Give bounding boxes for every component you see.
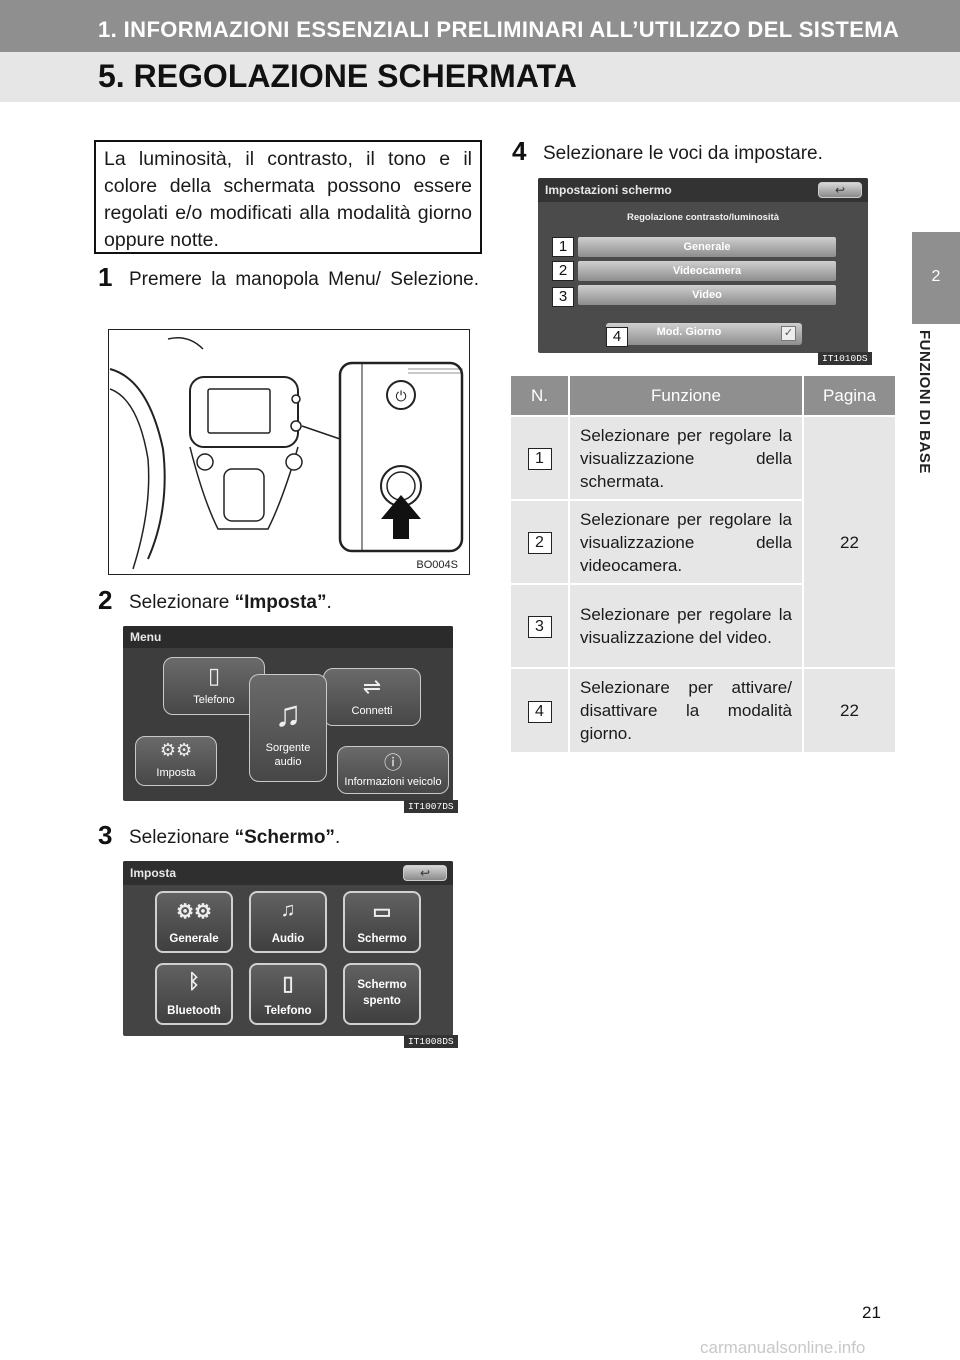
step-text: Selezionare “Imposta”. [129,592,332,613]
checkbox-icon: ✓ [781,326,796,341]
back-arrow-icon: ↩ [834,183,846,197]
gears-icon: ⚙⚙ [176,901,212,923]
settings-tile-audio[interactable]: ♫ Audio [249,891,327,953]
figure-code-menu: IT1007DS [404,800,458,813]
row-number-cell: 3 [511,583,569,668]
chapter-label-text: FUNZIONI DI BASE [916,330,933,474]
row-number-badge: 3 [527,616,552,638]
row-number-badge: 4 [527,700,552,723]
callout-2: 2 [552,261,574,281]
back-button[interactable]: ↩ [818,182,862,198]
option-generale[interactable]: Generale [578,237,836,257]
screen-icon: ▭ [372,901,392,923]
menu-screen: Menu ▯ Telefono ⇌ Connetti ♫ Sorgente au… [123,626,453,801]
settings-tile-generale[interactable]: ⚙⚙ Generale [155,891,233,953]
row-number-badge: 1 [527,448,552,470]
section-title: 1. INFORMAZIONI ESSENZIALI PRELIMINARI A… [98,17,900,42]
page-cell: 22 [802,415,895,668]
column-header-pagina: Pagina [802,376,895,416]
page-cell: 22 [802,667,895,752]
menu-tile-connetti[interactable]: ⇌ Connetti [323,668,421,726]
intro-box: La luminosità, il contrasto, il tono e i… [94,140,482,254]
menu-tile-sorgente-audio[interactable]: ♫ Sorgente audio [249,674,327,782]
settings-tile-bluetooth[interactable]: ᛒ Bluetooth [155,963,233,1025]
chapter-label: FUNZIONI DI BASE [914,330,944,510]
menu-tile-informazioni-veicolo[interactable]: ⓘ Informazioni veicolo [337,746,449,794]
column-header-funzione: Funzione [568,376,803,416]
section-header: 1. INFORMAZIONI ESSENZIALI PRELIMINARI A… [0,0,960,52]
page-title-band: 5. REGOLAZIONE SCHERMATA [0,52,960,102]
option-video[interactable]: Video [578,285,836,305]
table-header-row: N. Funzione Pagina [511,376,895,416]
settings-tile-schermo-spento[interactable]: Schermo spento [343,963,421,1025]
step-text: Selezionare “Schermo”. [129,827,341,848]
step-number: 2 [98,585,113,615]
step-text: Premere la manopola Menu/ Selezione. [129,269,479,290]
screen-settings-title: Impostazioni schermo [545,183,672,197]
music-note-icon: ♫ [274,693,302,734]
function-cell: Selezionare per regolare la visualizzazi… [568,499,803,584]
callout-4: 4 [606,327,628,347]
menu-tile-imposta[interactable]: ⚙⚙ Imposta [135,736,217,786]
option-videocamera[interactable]: Videocamera [578,261,836,281]
chapter-number: 2 [931,268,941,285]
music-note-icon: ♫ [280,899,296,921]
connect-icon: ⇌ [362,674,382,699]
page-title: 5. REGOLAZIONE SCHERMATA [98,58,577,94]
dashboard-illustration: ⏻ BO004S [108,329,470,575]
row-number-cell: 1 [511,415,569,500]
function-cell: Selezionare per attivare/ disattivare la… [568,667,803,752]
row-number-cell: 4 [511,667,569,752]
function-cell: Selezionare per regolare la visualizzazi… [568,583,803,668]
back-button[interactable]: ↩ [403,865,447,881]
row-number-cell: 2 [511,499,569,584]
function-table: N. Funzione Pagina 1 Selezionare per reg… [511,376,895,752]
watermark: carmanualsonline.info [700,1338,866,1357]
table-row: 4 Selezionare per attivare/ disattivare … [511,667,895,752]
column-header-n: N. [511,376,569,416]
step-number: 4 [512,136,527,166]
svg-text:⏻: ⏻ [395,389,406,405]
table-row: 2 Selezionare per regolare la visualizza… [511,499,895,584]
step-number: 3 [98,820,113,850]
figure-code-settings: IT1008DS [404,1035,458,1048]
row-number-badge: 2 [527,532,552,554]
table-row: 1 Selezionare per regolare la visualizza… [511,415,895,668]
screen-settings-screen: Impostazioni schermo ↩ Regolazione contr… [538,178,868,353]
chapter-tab: 2 [912,232,960,324]
page-number: 21 [862,1303,881,1322]
bluetooth-icon: ᛒ [188,971,200,993]
menu-tile-telefono[interactable]: ▯ Telefono [163,657,265,715]
back-arrow-icon: ↩ [419,866,431,880]
info-icon: ⓘ [384,753,402,773]
phone-icon: ▯ [282,973,294,995]
settings-screen-title: Imposta [130,866,177,880]
option-mod-giorno[interactable]: Mod. Giorno ✓ [606,323,802,345]
screen-settings-subtitle: Regolazione contrasto/luminosità [626,212,780,223]
callout-1: 1 [552,237,574,257]
figure-code-screen-settings: IT1010DS [818,352,872,365]
function-cell: Selezionare per regolare la visualizzazi… [568,415,803,500]
step-number: 1 [98,262,113,292]
figure-code-dash: BO004S [416,559,458,571]
gears-icon: ⚙⚙ [159,740,193,760]
table-row: 3 Selezionare per regolare la visualizza… [511,583,895,668]
settings-tile-schermo[interactable]: ▭ Schermo [343,891,421,953]
callout-3: 3 [552,287,574,307]
step-text: Selezionare le voci da impostare. [543,143,823,164]
settings-screen: Imposta ↩ ⚙⚙ Generale ♫ Audio ▭ Schermo … [123,861,453,1036]
menu-screen-title: Menu [130,630,162,644]
phone-icon: ▯ [207,663,221,688]
settings-tile-telefono[interactable]: ▯ Telefono [249,963,327,1025]
